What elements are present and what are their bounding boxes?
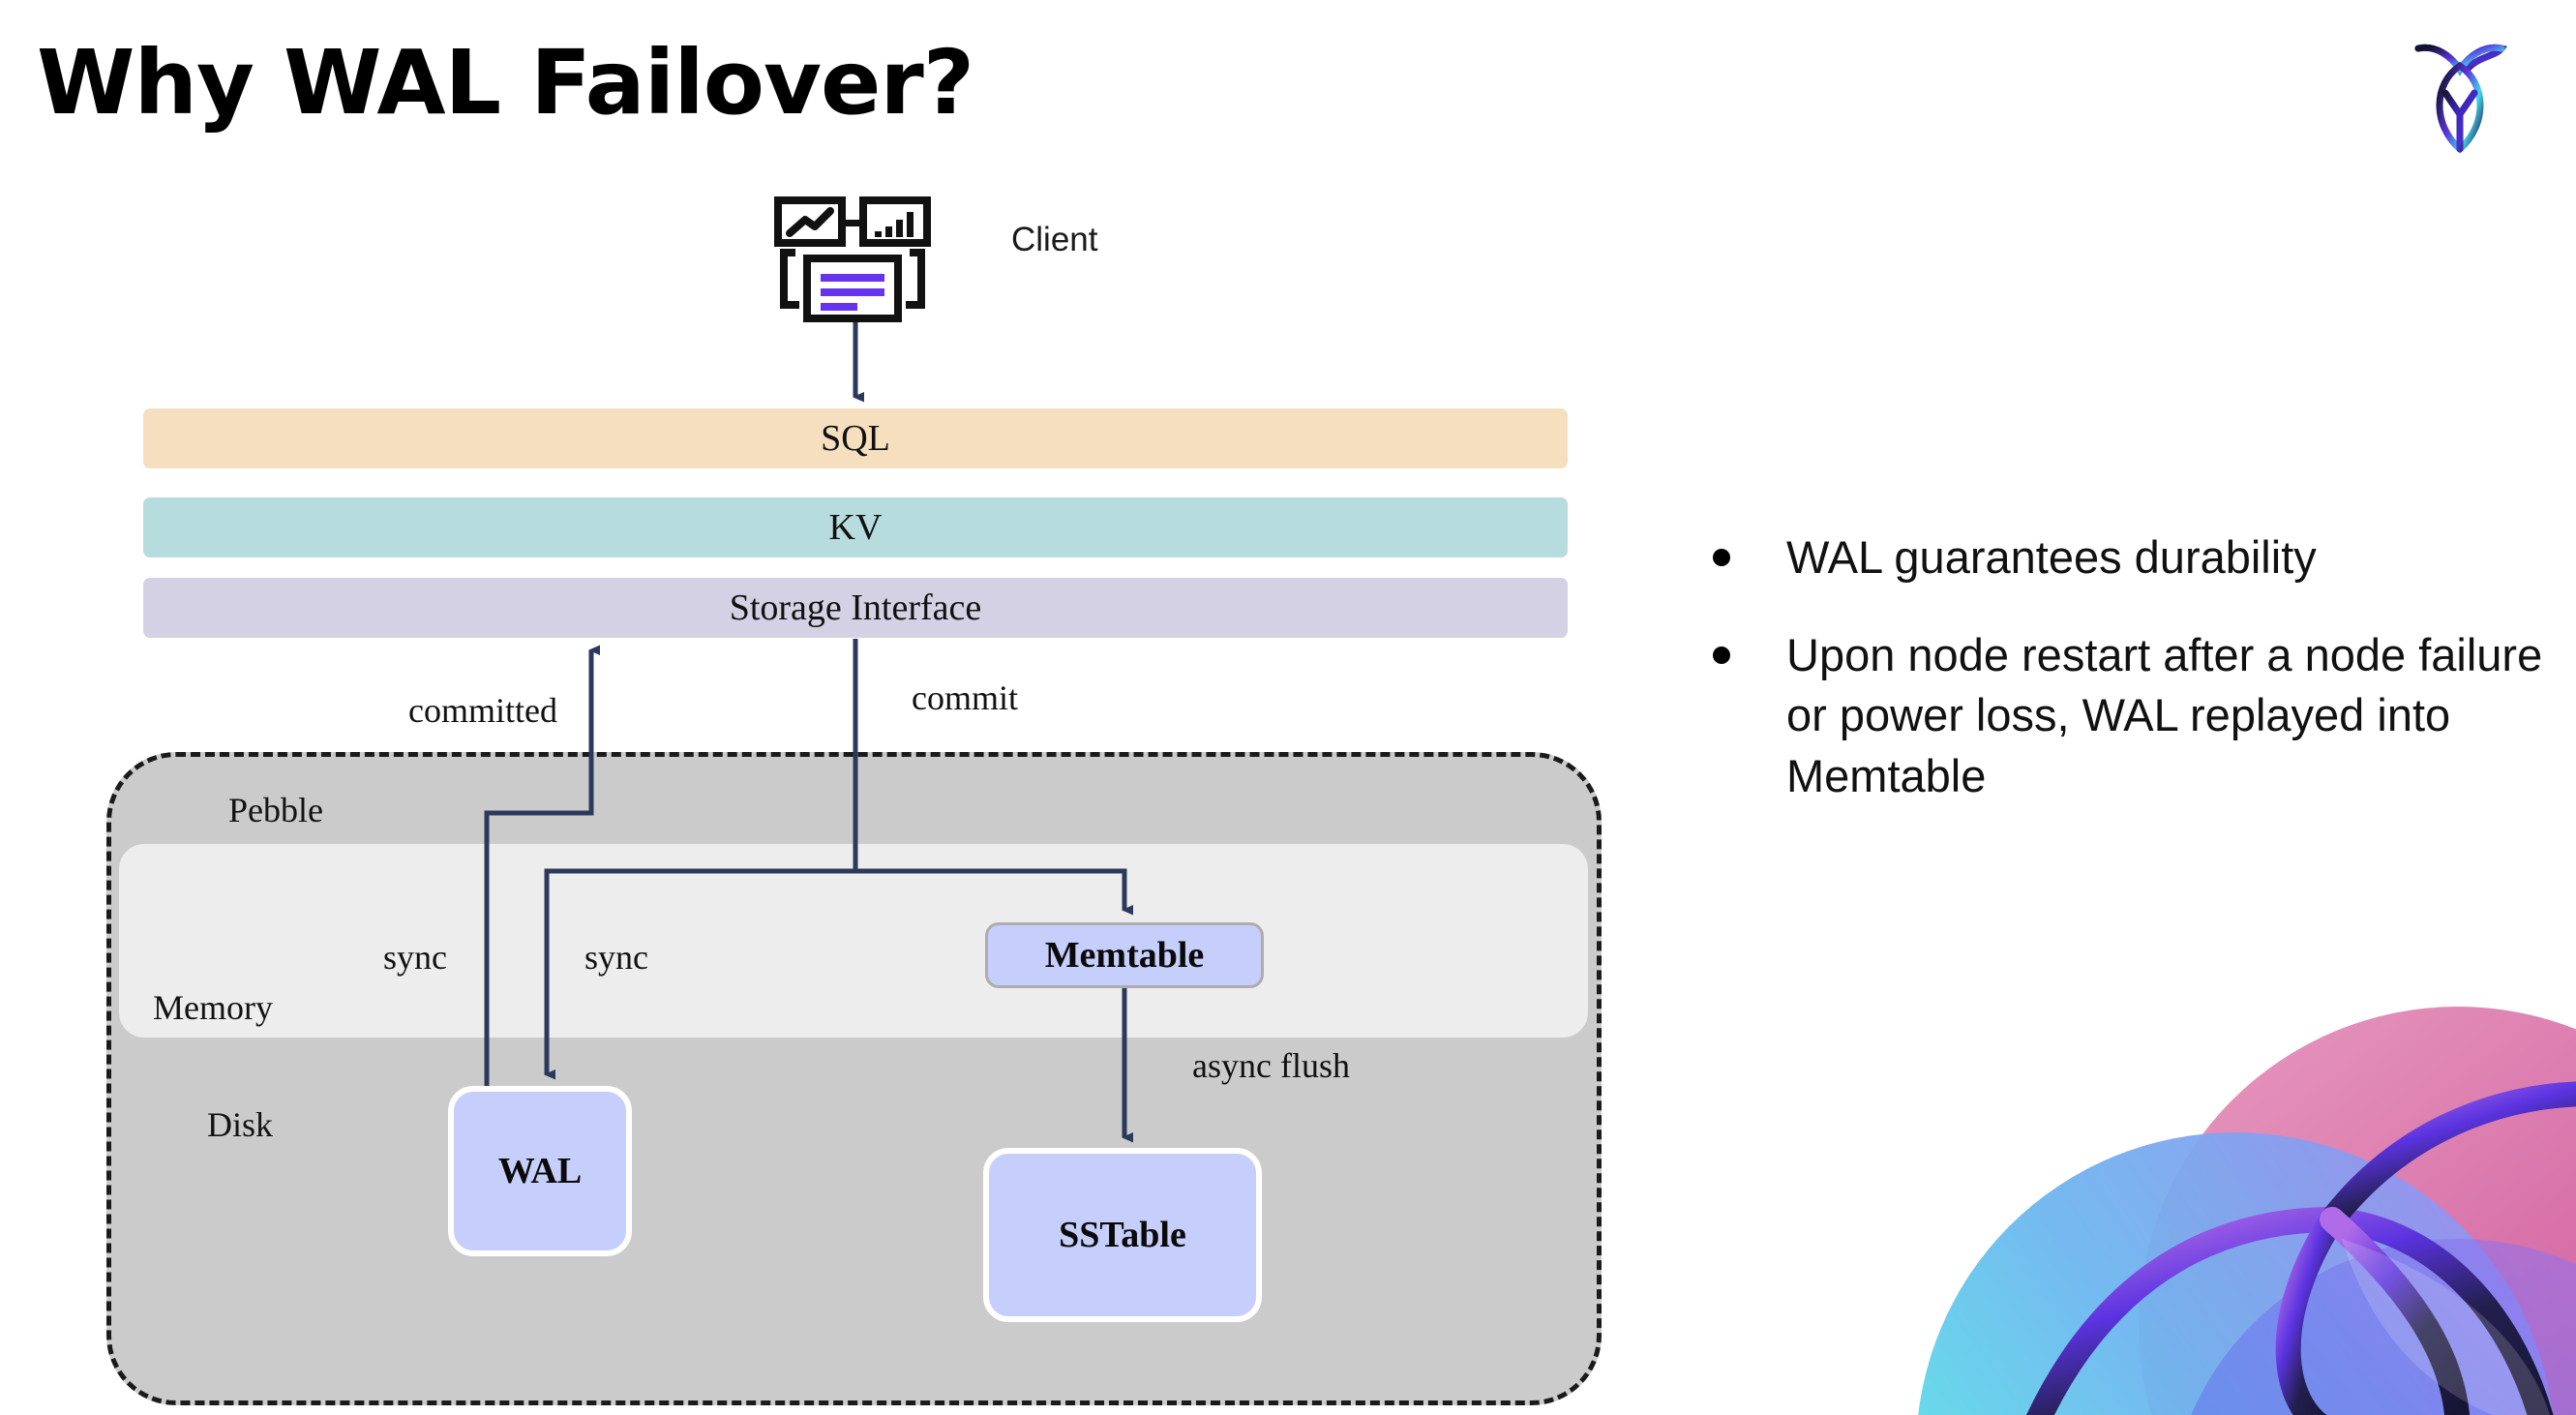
bullet-text: WAL guarantees durability	[1786, 531, 2317, 583]
bullet-list: WAL guarantees durability Upon node rest…	[1713, 527, 2545, 843]
layer-bar-storage-interface[interactable]: Storage Interface	[143, 578, 1568, 638]
edge-commit-to-memtable	[853, 639, 1133, 916]
layer-bar-kv[interactable]: KV	[143, 497, 1568, 557]
node-wal[interactable]: WAL	[448, 1086, 632, 1256]
edge-label-committed: committed	[408, 691, 557, 730]
list-item: Upon node restart after a node failure o…	[1713, 625, 2545, 807]
page-title: Why WAL Failover?	[37, 31, 974, 135]
cockroachdb-gradient-circles-icon	[1916, 910, 2576, 1415]
client-label: Client	[1011, 221, 1098, 258]
edge-label-commit: commit	[912, 678, 1018, 717]
edge-label-sync-right: sync	[584, 938, 648, 977]
edge-sync-to-wal	[544, 868, 855, 1080]
edge-label-sync-left: sync	[383, 938, 447, 977]
bullet-dot-icon	[1713, 549, 1730, 566]
disk-label: Disk	[207, 1105, 274, 1144]
node-sstable[interactable]: SSTable	[983, 1148, 1262, 1322]
architecture-diagram: Pebble Memory Disk	[106, 196, 1602, 1405]
list-item: WAL guarantees durability	[1713, 527, 2545, 588]
pebble-label: Pebble	[228, 791, 323, 829]
bullet-dot-icon	[1713, 646, 1730, 664]
memory-region	[119, 844, 1588, 1038]
connector-layer	[484, 319, 1133, 1143]
client-dashboard-icon	[774, 196, 931, 322]
memory-label: Memory	[153, 988, 273, 1027]
bullet-text: Upon node restart after a node failure o…	[1786, 628, 2543, 801]
edge-label-async-flush: async flush	[1192, 1046, 1350, 1085]
node-memtable[interactable]: Memtable	[985, 922, 1264, 988]
cockroachdb-leaf-logo-icon	[2407, 27, 2513, 163]
edge-committed-to-storage	[484, 645, 600, 1086]
layer-bar-sql[interactable]: SQL	[143, 408, 1568, 468]
